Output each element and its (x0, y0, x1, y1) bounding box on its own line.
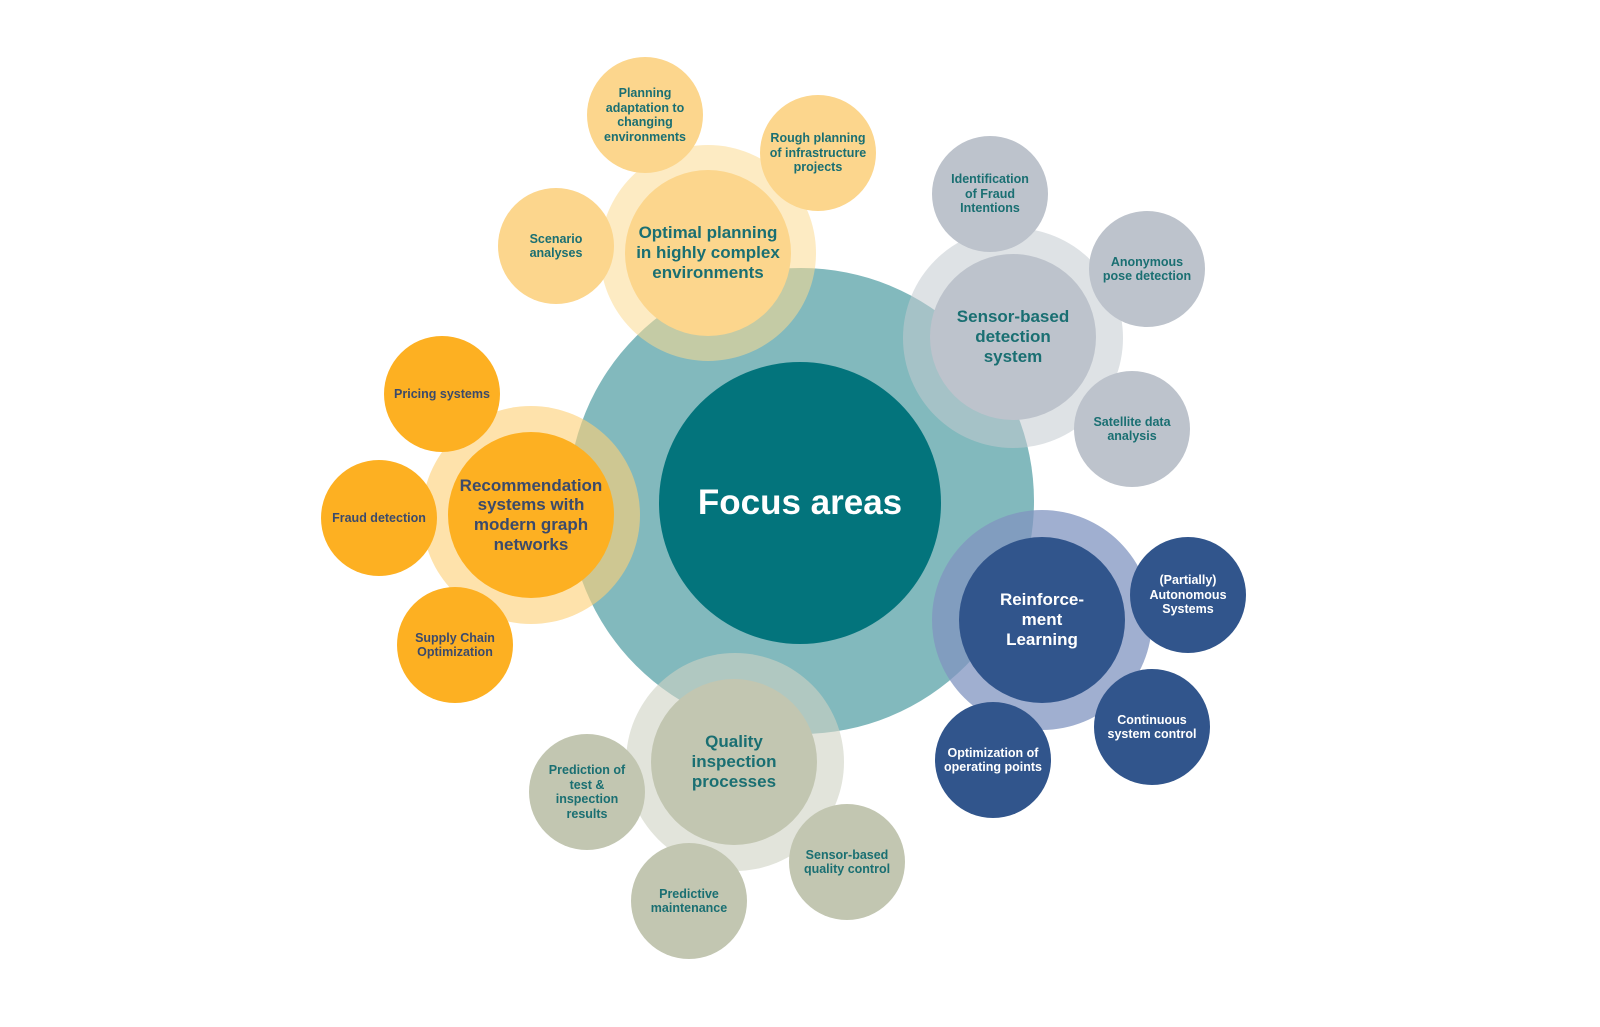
topic-pricing-systems: Pricing systems (384, 336, 500, 452)
topic-label: Supply Chain Optimization (415, 630, 495, 660)
topic-label: Identification of Fraud Intentions (951, 172, 1029, 216)
topic-label: Sensor-based quality control (803, 847, 891, 877)
topic-fraud-detection: Fraud detection (321, 460, 437, 576)
topic-label: Fraud detection (332, 510, 426, 525)
area-recommendation-label: Recommendation systems with modern graph… (459, 475, 603, 554)
topic-supply-chain: Supply Chain Optimization (397, 587, 513, 703)
area-quality-inspection: Quality inspection processes (651, 679, 817, 845)
topic-label: Optimization of operating points (944, 745, 1042, 775)
area-recommendation: Recommendation systems with modern graph… (448, 432, 614, 598)
topic-label: (Partially) Autonomous Systems (1149, 573, 1227, 617)
topic-label: Pricing systems (394, 386, 490, 401)
topic-continuous-control: Continuous system control (1094, 669, 1210, 785)
topic-label: Continuous system control (1107, 712, 1197, 742)
topic-prediction-results: Prediction of test & inspection results (529, 734, 645, 850)
topic-scenario-analyses: Scenario analyses (498, 188, 614, 304)
area-planning-label: Optimal planning in highly complex envir… (636, 223, 780, 282)
area-quality-label: Quality inspection processes (691, 732, 777, 791)
topic-label: Predictive maintenance (650, 886, 728, 916)
topic-planning-adaptation: Planning adaptation to changing environm… (587, 57, 703, 173)
focus-areas-center: Focus areas (659, 362, 941, 644)
topic-label: Planning adaptation to changing environm… (604, 86, 686, 144)
topic-operating-points: Optimization of operating points (935, 702, 1051, 818)
area-sensor-label: Sensor-based detection system (956, 307, 1070, 366)
area-reinforcement-learning: Reinforce- ment Learning (959, 537, 1125, 703)
topic-label: Rough planning of infrastructure project… (769, 131, 867, 175)
topic-fraud-intentions: Identification of Fraud Intentions (932, 136, 1048, 252)
topic-quality-control: Sensor-based quality control (789, 804, 905, 920)
topic-anonymous-pose: Anonymous pose detection (1089, 211, 1205, 327)
area-reinforcement-label: Reinforce- ment Learning (999, 590, 1085, 649)
topic-label: Scenario analyses (529, 231, 583, 261)
topic-autonomous-systems: (Partially) Autonomous Systems (1130, 537, 1246, 653)
topic-satellite-data: Satellite data analysis (1074, 371, 1190, 487)
area-planning: Optimal planning in highly complex envir… (625, 170, 791, 336)
topic-rough-planning: Rough planning of infrastructure project… (760, 95, 876, 211)
topic-predictive-maintenance: Predictive maintenance (631, 843, 747, 959)
area-sensor-detection: Sensor-based detection system (930, 254, 1096, 420)
topic-label: Prediction of test & inspection results (548, 763, 626, 821)
topic-label: Satellite data analysis (1093, 414, 1171, 444)
focus-areas-title: Focus areas (697, 482, 903, 522)
topic-label: Anonymous pose detection (1102, 254, 1192, 284)
